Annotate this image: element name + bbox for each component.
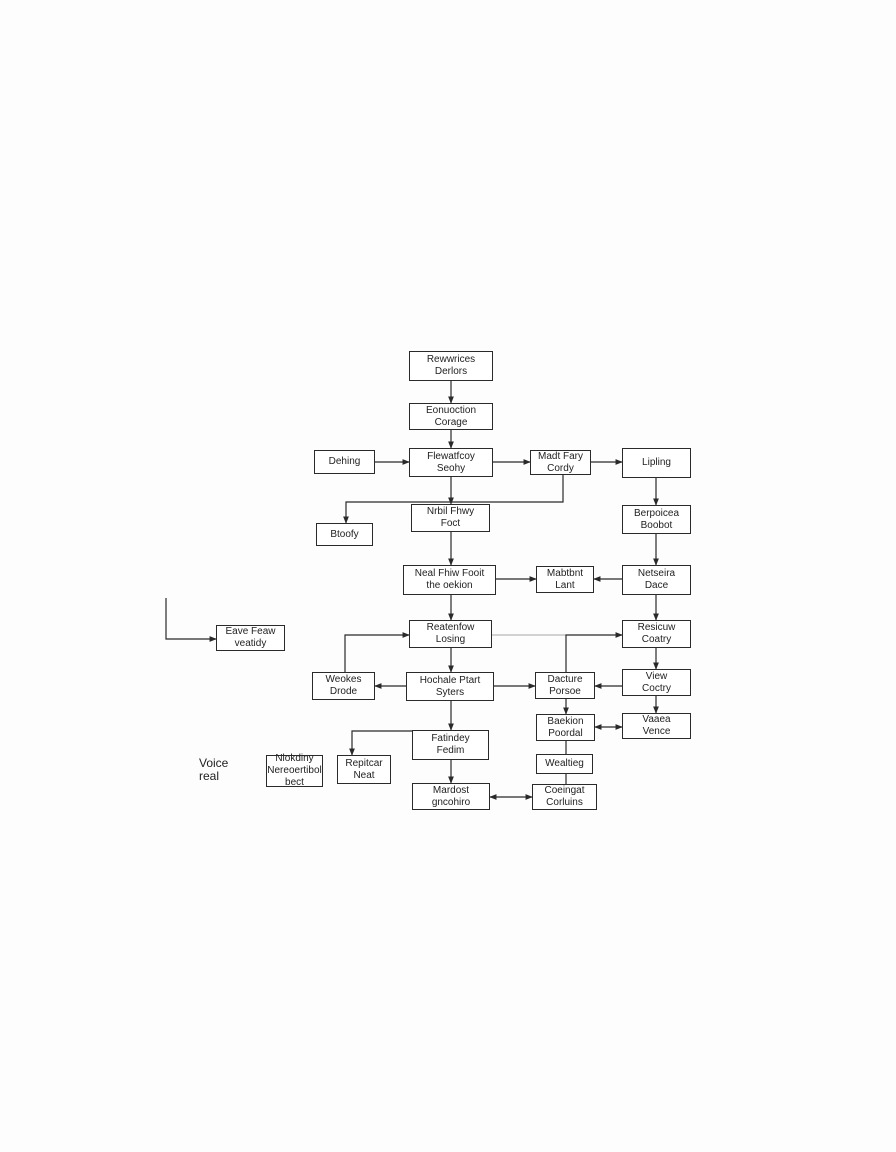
flowchart-node: View Coctry bbox=[622, 669, 691, 696]
flowchart-node: Weokes Drode bbox=[312, 672, 375, 700]
flowchart-node: Repitcar Neat bbox=[337, 755, 391, 784]
flowchart-node: Nrbil Fhwy Foct bbox=[411, 504, 490, 532]
flowchart-node: Vaaea Vence bbox=[622, 713, 691, 739]
flowchart-node: Dehing bbox=[314, 450, 375, 474]
flowchart-node: Neal Fhiw Fooit the oekion bbox=[403, 565, 496, 595]
flowchart-node: Fatindey Fedim bbox=[412, 730, 489, 760]
connector-arrow bbox=[565, 632, 623, 672]
flowchart-node: Reatenfow Losing bbox=[409, 620, 492, 648]
flowchart-node: Eonuoction Corage bbox=[409, 403, 493, 430]
connector-arrow bbox=[349, 730, 412, 756]
flowchart-node: Coeingat Corluins bbox=[532, 784, 597, 810]
flowchart-node: Btoofy bbox=[316, 523, 373, 546]
flowchart-node: Eave Feaw veatidy bbox=[216, 625, 285, 651]
free-text-label: Voice real bbox=[199, 756, 229, 783]
flowchart-node: Nlokdiny Nereoertibol bect bbox=[266, 753, 323, 788]
flowchart-node: Netseira Dace bbox=[622, 565, 691, 595]
connector-arrow bbox=[165, 598, 217, 642]
flowchart-node: Rewwrices Derlors bbox=[409, 351, 493, 381]
flowchart-node: Berpoicea Boobot bbox=[622, 505, 691, 534]
connector-arrow bbox=[343, 475, 564, 524]
connector-arrow bbox=[344, 632, 410, 672]
flowchart-node: Hochale Ptart Syters bbox=[406, 672, 494, 701]
flowchart-node: Baekion Poordal bbox=[536, 714, 595, 741]
flowchart-node: Wealtieg bbox=[536, 754, 593, 774]
flowchart-node: Flewatfcoy Seohy bbox=[409, 448, 493, 477]
flowchart-node: Lipling bbox=[622, 448, 691, 478]
flowchart-node: Madt Fary Cordy bbox=[530, 450, 591, 475]
flowchart-node: Resicuw Coatry bbox=[622, 620, 691, 648]
flowchart-node: Mabtbnt Lant bbox=[536, 566, 594, 593]
flowchart-node: Dacture Porsoe bbox=[535, 672, 595, 699]
flowchart-node: Mardost gncohiro bbox=[412, 783, 490, 810]
